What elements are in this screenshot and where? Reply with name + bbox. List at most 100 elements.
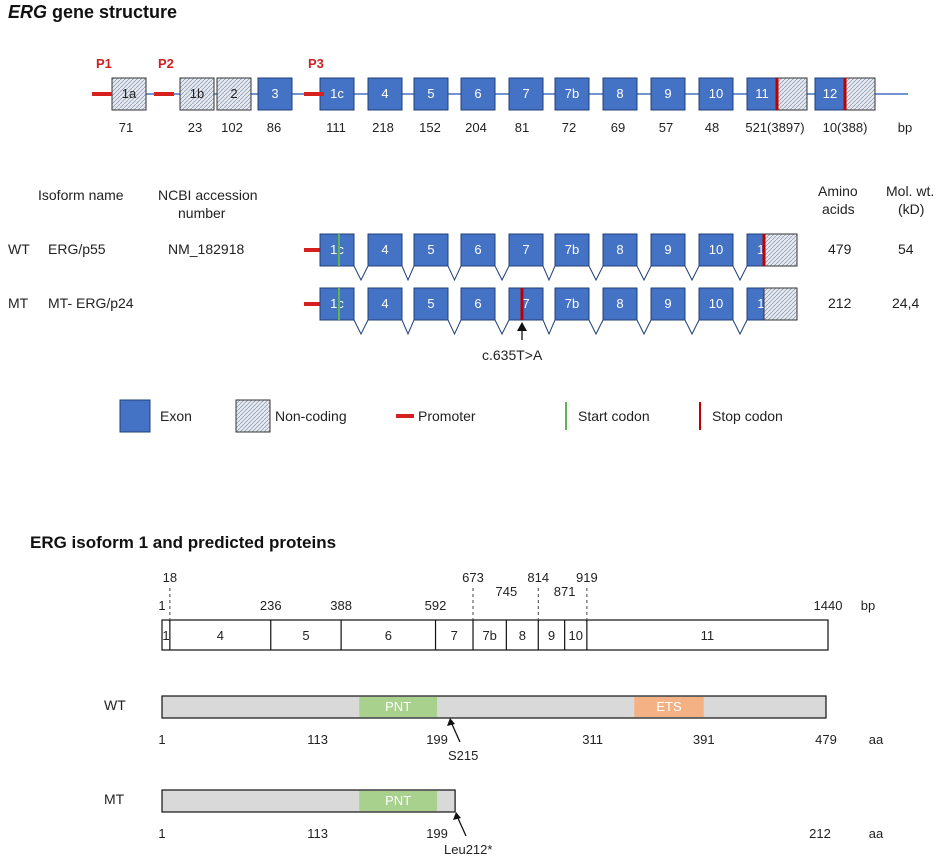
promoter-label: P3 — [308, 56, 324, 71]
exon-box — [508, 287, 544, 321]
protein-unit-label: aa — [869, 732, 884, 747]
exon-label: 9 — [664, 86, 671, 101]
exon-box — [367, 77, 403, 111]
map-coord-label: 1440 — [814, 598, 843, 613]
exon-size-label: 23 — [188, 120, 202, 135]
exon-label: 10 — [709, 86, 723, 101]
exon-label: 3 — [271, 86, 278, 101]
exon-size-label: 72 — [562, 120, 576, 135]
section1-title-rest: gene structure — [47, 2, 177, 22]
protein-row-label: WT — [104, 697, 126, 713]
section1-title-italic: ERG — [8, 2, 47, 22]
wt-row-mw: 54 — [898, 241, 914, 257]
exon-box — [650, 233, 686, 267]
isoform-map-bar — [161, 619, 829, 651]
intron-connector — [447, 319, 462, 336]
map-segment-label: 5 — [302, 628, 309, 643]
mutation-label: c.635T>A — [482, 347, 543, 363]
map-coord-label: 388 — [330, 598, 352, 613]
protein-tick-label: 479 — [815, 732, 837, 747]
exon-box — [319, 287, 355, 321]
exon-box — [460, 77, 496, 111]
exon-size-label: 86 — [267, 120, 281, 135]
map-segment-label: 1 — [162, 628, 169, 643]
legend-label: Exon — [160, 408, 192, 424]
promoter-label: P2 — [158, 56, 174, 71]
mt-row-mw: 24,4 — [892, 295, 919, 311]
protein-tick-label: 1 — [158, 732, 165, 747]
col-isoform-header: Isoform name — [38, 187, 124, 203]
exon-box — [698, 233, 734, 267]
intron-connector — [684, 319, 700, 336]
wt-row-name: ERG/p55 — [48, 241, 106, 257]
exon-label: 6 — [474, 296, 481, 311]
protein-unit-label: aa — [869, 826, 884, 841]
exon-size-label: 152 — [419, 120, 441, 135]
legend-label: Stop codon — [712, 408, 783, 424]
map-coord-label: 592 — [425, 598, 447, 613]
protein-bar — [161, 695, 827, 719]
intron-connector — [401, 265, 415, 282]
exon-label: 6 — [474, 86, 481, 101]
intron-connector — [353, 319, 369, 336]
intron-connector — [588, 319, 604, 336]
noncoding-tail — [763, 287, 798, 321]
map-segment-label: 7 — [451, 628, 458, 643]
exon-label: 4 — [381, 86, 388, 101]
isoform-wt-structure: 1c45677b891011 — [304, 233, 798, 282]
exon-label: 9 — [664, 242, 671, 257]
exon-label: 7 — [522, 296, 529, 311]
exon-box-coding-part — [814, 77, 846, 111]
map-segment-label: 4 — [217, 628, 224, 643]
exon-size-label: 111 — [326, 120, 346, 135]
protein-domain-label: ETS — [656, 699, 682, 714]
exon-box — [554, 77, 590, 111]
exon-size-label: 71 — [119, 120, 133, 135]
exon-box — [650, 287, 686, 321]
exon-box — [602, 77, 638, 111]
intron-connector — [684, 265, 700, 282]
intron-connector — [494, 265, 510, 282]
exon-label: 11 — [755, 86, 769, 101]
map-coord-label: 871 — [554, 584, 576, 599]
intron-connector — [732, 265, 748, 282]
map-coord-label: 814 — [527, 570, 549, 585]
legend-label: Non-coding — [275, 408, 347, 424]
protein-domain-label: PNT — [385, 699, 411, 714]
exon-label: 7 — [522, 242, 529, 257]
exon-size-label: 10(388) — [823, 120, 868, 135]
wt-row-accession: NM_182918 — [168, 241, 244, 257]
exon-box — [367, 233, 403, 267]
gene-structure: 1a711b2321023861c1114218515262047817b728… — [92, 56, 912, 135]
noncoding-exon-box — [179, 77, 215, 111]
protein-row-label: MT — [104, 791, 125, 807]
exon-box — [602, 287, 638, 321]
exon-label: 7b — [565, 86, 579, 101]
exon-size-label: 81 — [515, 120, 529, 135]
legend-noncoding-swatch — [235, 399, 271, 433]
col-aa-header-2: acids — [822, 201, 855, 217]
exon-box — [602, 233, 638, 267]
wt-row-type: WT — [8, 241, 30, 257]
protein-tick-label: 212 — [809, 826, 831, 841]
exon-box-noncoding-part — [776, 77, 808, 111]
map-segment-label: 10 — [569, 628, 583, 643]
col-aa-header-1: Amino — [818, 183, 858, 199]
exon-size-label: 57 — [659, 120, 673, 135]
exon-box — [554, 233, 590, 267]
exon-label: 8 — [616, 242, 623, 257]
protein-domain — [634, 697, 704, 717]
exon-label: 7b — [565, 296, 579, 311]
exon-label: 8 — [616, 86, 623, 101]
mt-row-aa: 212 — [828, 295, 852, 311]
exon-label: 5 — [427, 296, 434, 311]
exon-label: 4 — [381, 242, 388, 257]
protein-tick-label: 199 — [426, 826, 448, 841]
exon-box — [650, 77, 686, 111]
site-label: Leu212* — [444, 842, 492, 857]
exon-box — [257, 77, 293, 111]
exon-size-label: 521(3897) — [745, 120, 804, 135]
protein-tick-label: 1 — [158, 826, 165, 841]
exon-label: 10 — [709, 242, 723, 257]
